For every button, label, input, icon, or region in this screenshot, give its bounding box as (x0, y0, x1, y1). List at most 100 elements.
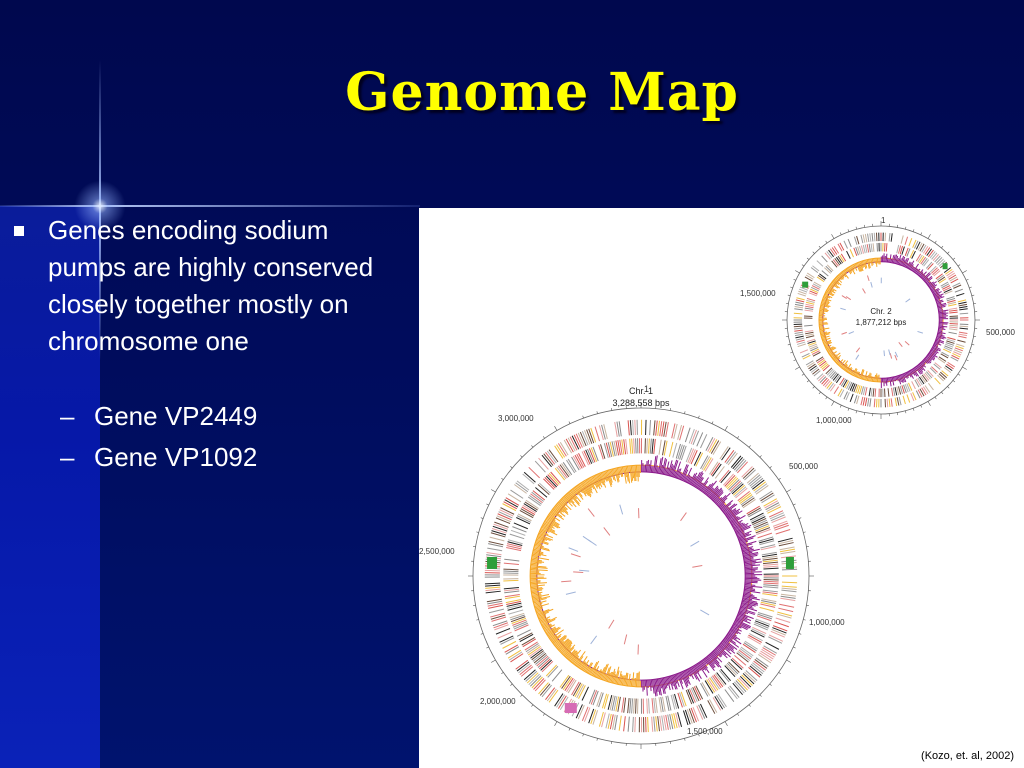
chr1-gc-profile-mark (694, 664, 700, 673)
chr2-gc-profile-mark (905, 372, 909, 378)
chr2-gc-profile-mark (832, 280, 838, 285)
chr1-gene-mark (509, 612, 525, 619)
chr1-gene-mark (519, 633, 534, 643)
chr2-gene-mark (890, 233, 893, 242)
chr1-gene-mark (561, 463, 571, 477)
chr1-gene-mark (548, 449, 559, 463)
chr2-gc-profile-mark (903, 257, 908, 267)
chr1-gc-profile-mark (745, 571, 762, 573)
chr1-gene-mark (685, 689, 693, 705)
chr1-gene-mark (748, 509, 762, 518)
chr1-scale-tick (491, 659, 496, 663)
chr2-gene-mark (872, 243, 875, 252)
chr1-gene-mark (693, 686, 702, 701)
chr2-gc-profile-mark (834, 355, 841, 362)
chr2-gene-mark (957, 339, 966, 343)
chr1-scale-tick (501, 477, 504, 480)
chr2-scale-tick (905, 410, 907, 414)
chr1-gene-mark (567, 679, 577, 694)
chr1-gene-mark (575, 433, 583, 448)
chr1-gene-mark (557, 465, 568, 479)
chr1-gene-mark (730, 455, 742, 468)
chr1-gc-profile-mark (692, 666, 698, 675)
chr1-gc-profile-mark (532, 552, 547, 557)
chr1-gc-profile-mark (546, 627, 557, 635)
chr2-gene-mark (921, 374, 928, 382)
chr1-gc-profile-mark (704, 482, 714, 495)
chr2-gc-profile-mark (926, 355, 933, 361)
chr1-gc-profile-mark (731, 626, 739, 632)
chr1-gene-mark (598, 444, 604, 460)
chr2-gene-mark (934, 255, 941, 263)
chr1-gene-mark (725, 476, 737, 488)
chr1-gc-profile-mark (552, 508, 560, 514)
chr2-gene-mark (948, 274, 957, 280)
chr2-gc-profile-mark (938, 330, 943, 333)
chr2-gc-profile-mark (885, 253, 888, 262)
chr2-gc-profile-mark (908, 370, 914, 379)
chr2-gc-profile-mark (865, 259, 868, 264)
chr1-gene-mark (667, 714, 672, 730)
chr2-gene-mark (811, 285, 820, 290)
chr2-gc-profile-mark (824, 344, 829, 348)
chr1-gc-profile-mark (699, 661, 707, 671)
chr1-gene-mark (724, 689, 735, 702)
chr1-gene-mark (516, 515, 531, 523)
chr1-gc-profile-mark (569, 651, 578, 662)
chr1-gc-profile-mark (668, 463, 674, 476)
chr1-gc-profile-mark (558, 501, 568, 510)
chr1-gene-mark (735, 487, 748, 499)
chr1-gc-profile-mark (535, 539, 549, 546)
chr1-gene-mark (749, 665, 762, 676)
chr1-gene-mark (700, 434, 708, 449)
chr1-gc-profile-mark (537, 608, 554, 616)
chr1-inner-mark (568, 547, 579, 552)
chr2-gc-profile-mark (819, 309, 828, 313)
chr1-gc-profile-mark (543, 624, 553, 630)
chr1-gene-mark (716, 694, 725, 709)
chr1-gene-mark (537, 657, 550, 668)
chr1-gc-profile-mark (599, 667, 606, 680)
chr1-gc-profile-mark (733, 522, 744, 529)
chr1-gc-profile-mark (531, 591, 538, 594)
chr2-gc-profile-mark (826, 346, 831, 350)
chr2-gene-mark (873, 398, 876, 408)
chr1-gene-mark (613, 696, 618, 712)
chr2-inner-mark (894, 351, 899, 358)
chr1-gc-profile-mark (614, 468, 619, 483)
chr1-gene-mark (512, 619, 527, 626)
chr1-gc-profile-mark (739, 540, 749, 545)
chr1-gc-profile-mark (717, 645, 731, 658)
chr2-gene-mark (920, 256, 927, 265)
chr1-gene-mark (655, 716, 658, 732)
chr2-gc-profile-mark (860, 261, 864, 269)
chr1-gene-mark (781, 587, 797, 590)
chr2-tick-500k: 500,000 (986, 328, 1015, 337)
chr2-scale-tick (952, 380, 956, 383)
chr2-scale-tick (847, 408, 850, 411)
chr2-gene-mark (923, 373, 930, 381)
chr2-gene-mark (927, 263, 934, 270)
chr2-gene-mark (809, 345, 818, 350)
chr1-gene-mark (734, 486, 747, 497)
chr1-gene-mark (713, 674, 724, 688)
chr2-gene-mark (948, 331, 957, 335)
chr1-gene-mark (615, 696, 620, 712)
chr1-gc-profile-mark (719, 503, 725, 509)
chr1-gc-profile-mark (724, 503, 738, 515)
chr2-gc-profile-mark (899, 374, 904, 384)
chr1-gene-mark (703, 457, 712, 471)
chr1-gc-profile-mark (682, 469, 689, 481)
chr2-gc-profile-mark (896, 375, 899, 382)
chr1-gc-profile-mark (562, 497, 568, 503)
chr2-gene-mark (849, 249, 854, 258)
chr1-gene-mark (755, 485, 769, 495)
chr1-gene-mark (500, 637, 515, 645)
chr2-gene-mark (822, 364, 830, 372)
chr2-gc-profile-mark (862, 260, 867, 270)
chr1-gc-profile-mark (701, 660, 708, 669)
chr1-gc-profile-mark (611, 468, 616, 482)
chr2-gc-profile-mark (926, 281, 930, 285)
chr1-gene-mark (543, 453, 554, 466)
chr1-gene-mark (764, 500, 779, 509)
